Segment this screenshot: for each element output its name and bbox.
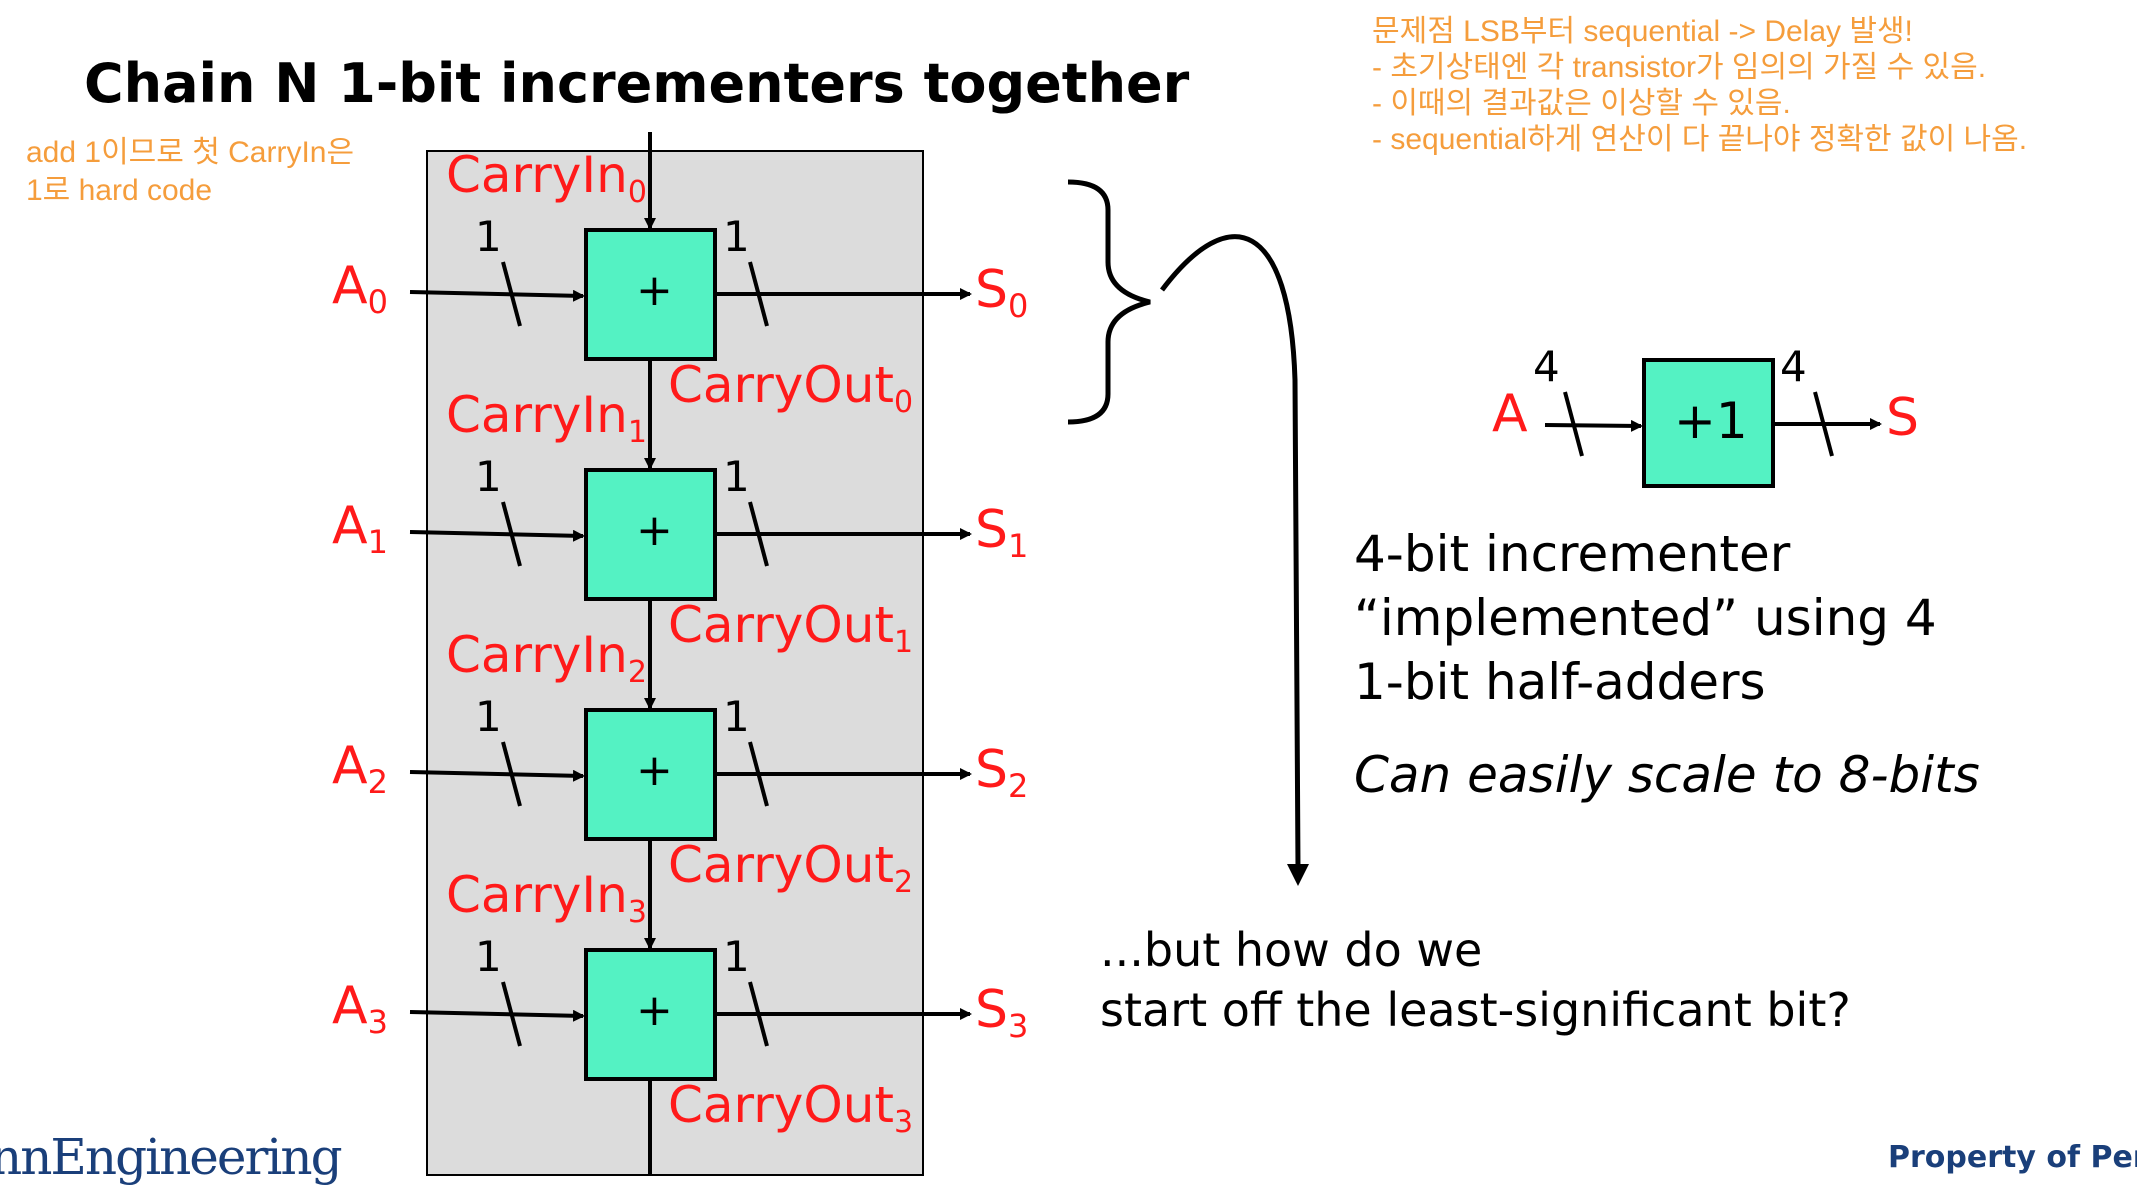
input-width-label: 1 [475,932,502,981]
description-line: “implemented” using 4 [1354,589,1937,647]
input-label: A0 [332,256,388,321]
input-slash-2 [501,741,522,807]
incrementer-input-label: A [1492,384,1528,444]
carry-out-label: CarryOut0 [668,356,914,420]
input-slash-1 [501,501,522,567]
output-label: S3 [975,980,1029,1045]
output-label: S0 [975,260,1029,325]
slide-title: Chain N 1-bit incrementers together [84,52,1190,115]
input-wire-0 [409,289,585,302]
carry-note: add 1이므로 첫 CarryIn은 1로 hard code [26,134,354,210]
output-width-label: 1 [723,452,750,501]
penn-engineering-logo: nnEngineering [0,1128,343,1186]
output-slash-2 [748,741,769,807]
output-slash-3 [748,981,769,1047]
output-label: S1 [975,500,1029,565]
incrementer-box [1642,358,1775,488]
delay-note-line: 문제점 LSB부터 sequential -> Delay 발생! [1372,15,1913,48]
delay-note: 문제점 LSB부터 sequential -> Delay 발생! - 초기상태… [1372,14,2027,158]
input-slash-3 [501,981,522,1047]
carry-note-line: add 1이므로 첫 CarryIn은 [26,136,355,169]
incrementer-operator: +1 [1674,392,1748,450]
adder-box-2 [584,708,717,841]
input-width-label: 1 [475,692,502,741]
output-label: S2 [975,740,1029,805]
incrementer-description: 4-bit incrementer “implemented” using 4 … [1354,522,1937,714]
output-slash-1 [748,501,769,567]
carry-in-label: CarryIn2 [446,626,647,690]
lsb-question: ...but how do we start off the least-sig… [1100,920,1851,1040]
footer-property: Property of Penn E [1888,1140,2137,1175]
incrementer-input-width: 4 [1533,342,1560,391]
curved-arrow [1160,234,1301,869]
input-label: A3 [332,976,388,1041]
adder-operator: + [636,745,673,796]
carry-in-label: CarryIn3 [446,866,647,930]
output-width-label: 1 [723,692,750,741]
input-wire-3 [409,1009,585,1022]
adder-box-1 [584,468,717,601]
carry-in-label: CarryIn1 [446,386,647,450]
carry-out-label: CarryOut2 [668,836,914,900]
input-wire-2 [409,769,585,782]
output-width-label: 1 [723,932,750,981]
input-width-label: 1 [475,212,502,261]
incrementer-output-width: 4 [1780,342,1807,391]
input-width-label: 1 [475,452,502,501]
output-slash-0 [748,261,769,327]
carry-in-label: CarryIn0 [446,146,647,210]
incrementer-output-label: S [1886,388,1920,448]
description-line: 4-bit incrementer [1354,525,1791,583]
input-label: A1 [332,496,388,561]
question-line: start off the least-significant bit? [1100,983,1851,1037]
question-line: ...but how do we [1100,923,1483,977]
incrementer-input-wire [1544,419,1643,432]
curved-arrow-head [1287,864,1309,886]
carry-out-label: CarryOut3 [668,1076,914,1140]
adder-operator: + [636,985,673,1036]
input-slash-0 [501,261,522,327]
description-line: 1-bit half-adders [1354,653,1766,711]
delay-note-line: - 이때의 결과값은 이상할 수 있음. [1372,87,1791,120]
curly-brace [1067,179,1151,425]
adder-operator: + [636,505,673,556]
adder-operator: + [636,265,673,316]
incrementer-input-slash [1563,391,1584,457]
carry-note-line: 1로 hard code [26,174,213,207]
output-width-label: 1 [723,212,750,261]
delay-note-line: - 초기상태엔 각 transistor가 임의의 가질 수 있음. [1372,51,1987,84]
delay-note-line: - sequential하게 연산이 다 끝나야 정확한 값이 나옴. [1372,123,2028,156]
incrementer-output-slash [1813,391,1834,457]
input-label: A2 [332,736,388,801]
scale-note: Can easily scale to 8-bits [1354,746,1980,804]
input-wire-1 [409,529,585,542]
carry-out-label: CarryOut1 [668,596,914,660]
